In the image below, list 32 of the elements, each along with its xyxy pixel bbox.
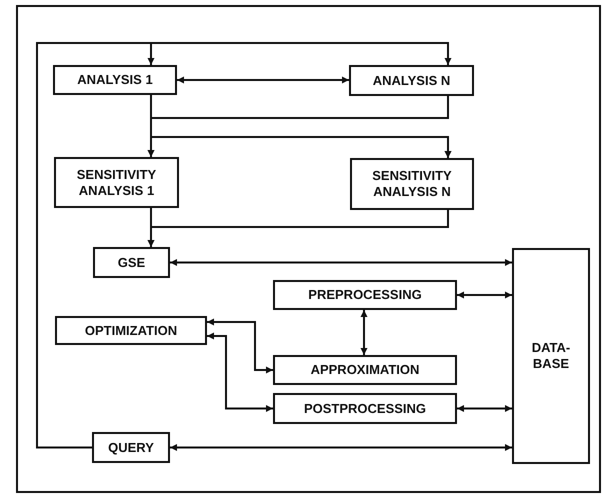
process-box [92, 432, 170, 463]
process-box [93, 247, 170, 278]
box-label: DATA- BASE [532, 340, 570, 372]
box-label: GSE [118, 254, 146, 270]
process-box [512, 248, 590, 464]
arrow [360, 310, 368, 355]
box-label: ANALYSIS 1 [77, 72, 153, 88]
process-box [273, 355, 457, 385]
arrow [457, 292, 512, 298]
box-label: ANALYSIS N [372, 72, 450, 88]
box-label: OPTIMIZATION [84, 322, 178, 338]
box-label: POSTPROCESSING [304, 400, 426, 416]
arrow [170, 444, 512, 451]
box-label: SENSITIVITY ANALYSIS 1 [76, 166, 158, 198]
arrow [36, 42, 452, 448]
arrow [457, 405, 512, 412]
arrow [207, 318, 273, 374]
arrow [170, 259, 512, 266]
process-box [273, 393, 457, 424]
process-box [53, 65, 177, 95]
arrow [207, 332, 273, 412]
process-box [350, 158, 474, 210]
process-box [55, 316, 207, 345]
arrow [148, 210, 449, 247]
arrow [177, 76, 349, 84]
box-label: APPROXIMATION [310, 362, 420, 378]
box-label: PREPROCESSING [308, 287, 422, 303]
process-box [54, 157, 179, 208]
process-box [349, 65, 474, 96]
process-box [273, 280, 457, 310]
box-label: QUERY [108, 440, 154, 456]
box-label: SENSITIVITY ANALYSIS N [371, 168, 453, 200]
